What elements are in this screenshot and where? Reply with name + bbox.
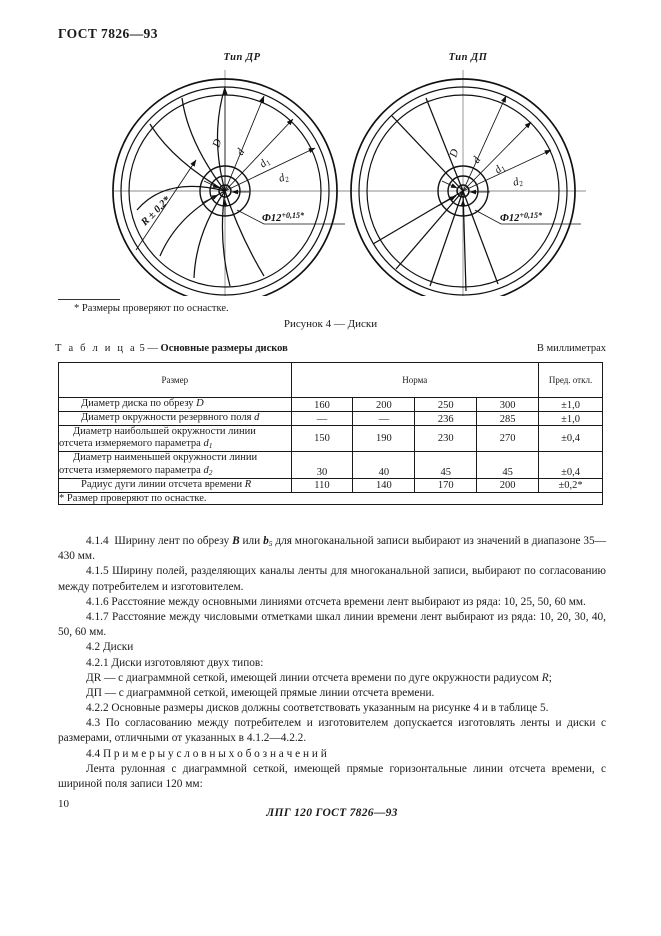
- figure-footnote: * Размеры проверяют по оснастке.: [74, 303, 229, 314]
- table-footnote: * Размер проверяют по оснастке.: [58, 491, 603, 505]
- disc-dp-title: Тип ДП: [448, 52, 488, 63]
- clause-4-1-6: 4.1.6 Расстояние между основными линиями…: [86, 595, 586, 608]
- row-tolerance: ±0,4: [538, 451, 603, 479]
- row-label: Диаметр наибольшей окружности линии отсч…: [58, 424, 292, 453]
- row-value: 40: [352, 451, 416, 479]
- row-tolerance: ±1,0: [538, 397, 603, 412]
- row-value: 170: [414, 477, 478, 493]
- table-title-row: Т а б л и ц а 5 — Основные размеры диско…: [55, 343, 606, 354]
- row-tolerance: ±1,0: [538, 410, 603, 426]
- row-value: 160: [290, 397, 354, 412]
- row-value: —: [352, 410, 416, 426]
- label-D-dr: D: [210, 138, 224, 150]
- clause-4-3: 4.3 По согласованию между потребителем и…: [58, 717, 606, 745]
- table-title: Т а б л и ц а 5 — Основные размеры диско…: [55, 343, 288, 354]
- row-label: Диаметр наименьшей окружности линии отсч…: [58, 451, 292, 479]
- page-number: 10: [58, 798, 69, 810]
- row-value: 110: [290, 477, 354, 493]
- label-d-dp: d: [470, 154, 483, 165]
- row-value: 285: [476, 410, 540, 426]
- row-tolerance: ±0,4: [538, 424, 603, 453]
- row-label: Диаметр окружности резервного поля d: [58, 410, 292, 426]
- table-number: 5: [139, 343, 145, 354]
- designation-example-text: Лента рулонная с диаграммной сеткой, име…: [58, 762, 606, 790]
- row-value: 200: [352, 397, 416, 412]
- row-value: 230: [414, 424, 478, 453]
- table-footnote-row: * Размер проверяют по оснастке.: [58, 491, 603, 505]
- disc-type-dp-description: ДП — с диаграммной сеткой, имеющей прямы…: [86, 686, 435, 699]
- table-name: Основные размеры дисков: [160, 343, 288, 354]
- clause-4-1-4: 4.1.4 Ширину лент по обрезу B или b5 для…: [58, 535, 606, 563]
- standard-number-header: ГОСТ 7826—93: [58, 26, 158, 41]
- figure-caption: Рисунок 4 — Диски: [283, 318, 378, 330]
- designation-example-code: ЛПГ 120 ГОСТ 7826—93: [266, 807, 398, 820]
- clause-4-2-1: 4.2.1 Диски изготовляют двух типов:: [86, 656, 264, 669]
- table-disc-dimensions: Размер Норма Пред. откл. Диаметр диска п…: [58, 362, 603, 505]
- table-row: Диаметр наименьшей окружности линии отсч…: [58, 451, 603, 479]
- label-bore-dp: Ф12+0,15*: [500, 211, 543, 224]
- row-label: Диаметр диска по обрезу D: [58, 397, 292, 412]
- header-tolerance: Пред. откл.: [538, 362, 603, 398]
- table-dash: —: [147, 343, 158, 354]
- table-header-row: Размер Норма Пред. откл.: [58, 362, 603, 398]
- row-value: 45: [414, 451, 478, 479]
- row-value: 150: [290, 424, 354, 453]
- label-d1-dr: d1: [257, 155, 272, 171]
- table-row: Диаметр окружности резервного поля d — —…: [58, 410, 603, 426]
- table-units-note: В миллиметрах: [536, 343, 606, 354]
- label-D-dp: D: [447, 148, 461, 160]
- clause-4-1-5: 4.1.5 Ширину полей, разделяющих каналы л…: [58, 565, 606, 593]
- disc-dr-drawing: R ± 0,2* D d d1 d2 Ф12+0,15*: [112, 70, 370, 296]
- label-d-dr: d: [234, 146, 247, 157]
- clause-4-2: 4.2 Диски: [86, 641, 134, 654]
- row-value: 140: [352, 477, 416, 493]
- row-value: 250: [414, 397, 478, 412]
- disc-dr-title: Тип ДР: [223, 52, 261, 63]
- table-row: Диаметр диска по обрезу D 160 200 250 30…: [58, 397, 603, 412]
- row-value: 236: [414, 410, 478, 426]
- figure-footnote-rule: [58, 299, 120, 300]
- row-tolerance: ±0,2*: [538, 477, 603, 493]
- row-value: 270: [476, 424, 540, 453]
- figure-4-discs: Тип ДР: [0, 48, 661, 298]
- body-text: 4.1.4 Ширину лент по обрезу B или b5 для…: [58, 534, 606, 822]
- row-value: 190: [352, 424, 416, 453]
- row-label: Радиус дуги линии отсчета времени R: [58, 477, 292, 493]
- label-d2-dp: d2: [512, 175, 525, 190]
- clause-4-1-7: 4.1.7 Расстояние между числовыми отметка…: [58, 610, 606, 639]
- table-row: Диаметр наибольшей окружности линии отсч…: [58, 424, 603, 453]
- header-norm: Норма: [290, 362, 540, 398]
- disc-diagram-dr: Тип ДР: [112, 48, 372, 298]
- label-d1-dp: d1: [492, 161, 507, 177]
- disc-dp-drawing: D d d1 d2 Ф12+0,15*: [340, 70, 586, 296]
- clause-4-4-heading: 4.4 П р и м е р ы у с л о в н ы х о б о …: [86, 747, 327, 760]
- clause-4-2-2: 4.2.2 Основные размеры дисков должны соо…: [86, 702, 549, 715]
- row-value: 45: [476, 451, 540, 479]
- label-bore-dr: Ф12+0,15*: [262, 211, 305, 224]
- label-radius-dr: R ± 0,2*: [139, 194, 174, 229]
- disc-type-dr-description: ДR — с диаграммной сеткой, имеющей линии…: [86, 671, 552, 684]
- header-size: Размер: [58, 362, 292, 398]
- row-value: 30: [290, 451, 354, 479]
- disc-diagram-dp: Тип ДП: [338, 48, 598, 298]
- label-d2-dr: d2: [277, 171, 290, 186]
- row-value: 200: [476, 477, 540, 493]
- row-value: 300: [476, 397, 540, 412]
- row-value: —: [290, 410, 354, 426]
- table-word: Т а б л и ц а: [55, 343, 137, 354]
- table-row: Радиус дуги линии отсчета времени R 110 …: [58, 477, 603, 493]
